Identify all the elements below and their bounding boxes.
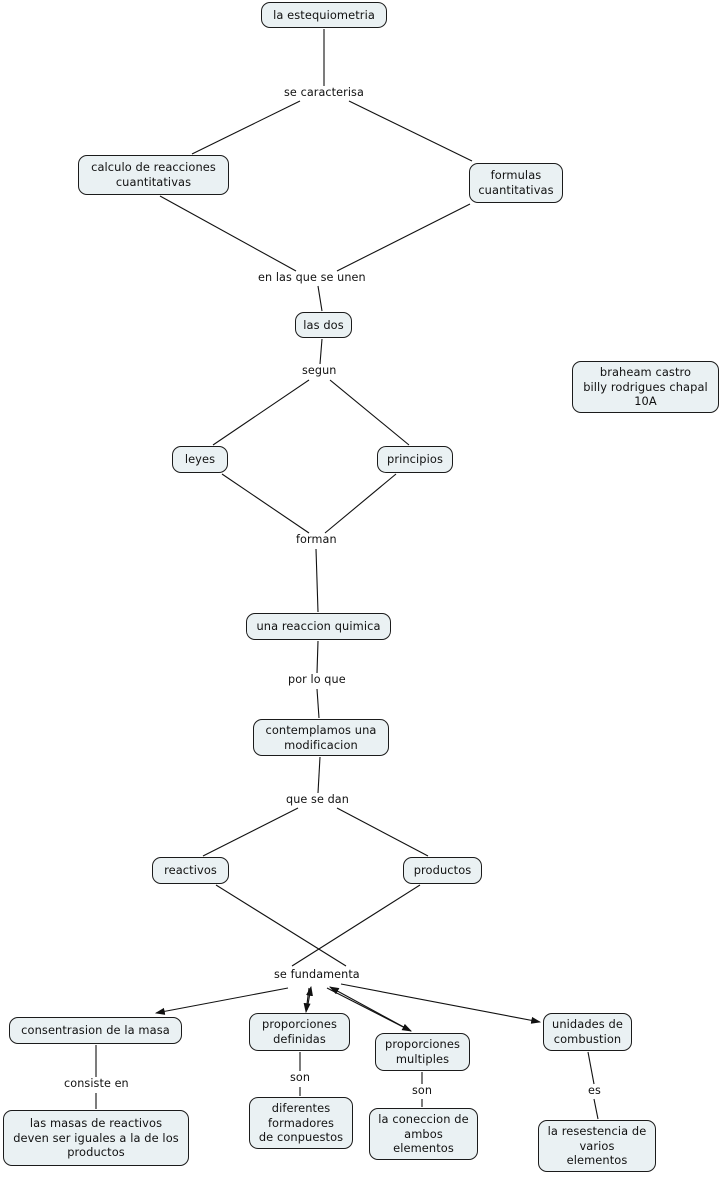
edge-lasdos-to-lbl_segun xyxy=(319,338,323,365)
edge-lbl_caracterisa-to-formulas xyxy=(348,100,473,162)
node-autores[interactable]: braheam castro billy rodrigues chapal 10… xyxy=(572,361,719,413)
node-prop_mult[interactable]: proporciones multiples xyxy=(375,1033,470,1071)
edge-modificacion-to-lbl_quesedan xyxy=(317,756,321,794)
node-leyes[interactable]: leyes xyxy=(172,446,228,473)
node-prop_def[interactable]: proporciones definidas xyxy=(249,1013,350,1051)
edge-lbl_quesedan-to-reactivos xyxy=(202,807,299,857)
node-reactivos[interactable]: reactivos xyxy=(152,857,229,884)
edge-formulas-to-lbl_unen xyxy=(336,203,471,272)
edge-lbl_porloque-to-modificacion xyxy=(316,688,320,719)
node-formulas[interactable]: formulas cuantitativas xyxy=(469,163,563,203)
link-label-lbl_fundamenta[interactable]: se fundamenta xyxy=(274,968,360,981)
link-label-lbl_son1[interactable]: son xyxy=(290,1071,311,1084)
edge-lbl_fundamenta-to-consentrasion xyxy=(154,987,289,1015)
node-calculo[interactable]: calculo de reacciones cuantitativas xyxy=(78,155,229,195)
edge-reaccion-to-lbl_porloque xyxy=(316,640,319,674)
node-diferentes[interactable]: diferentes formadores de conpuestos xyxy=(249,1097,353,1149)
node-consentrasion[interactable]: consentrasion de la masa xyxy=(9,1017,182,1044)
edge-unidades-to-lbl_es xyxy=(587,1051,595,1085)
link-label-lbl_es[interactable]: es xyxy=(588,1084,601,1097)
link-label-lbl_porloque[interactable]: por lo que xyxy=(288,673,346,686)
link-label-lbl_caracterisa[interactable]: se caracterisa xyxy=(284,86,364,99)
node-modificacion[interactable]: contemplamos una modificacion xyxy=(253,719,389,756)
node-reaccion[interactable]: una reaccion quimica xyxy=(246,613,391,640)
edge-calculo-to-lbl_unen xyxy=(159,195,297,272)
edge-lbl_forman-to-reaccion xyxy=(315,548,319,613)
edge-lbl_unen-to-lasdos xyxy=(317,285,323,312)
edge-lbl_es-to-resestencia xyxy=(593,1098,599,1120)
node-masas[interactable]: las masas de reactivos deven ser iguales… xyxy=(3,1110,189,1166)
edge-lbl_caracterisa-to-calculo xyxy=(191,100,301,155)
link-label-lbl_forman[interactable]: forman xyxy=(296,533,337,546)
node-productos[interactable]: productos xyxy=(403,857,482,884)
node-resestencia[interactable]: la resestencia de varios elementos xyxy=(538,1120,656,1172)
node-estequiometria[interactable]: la estequiometria xyxy=(261,2,387,28)
edge-principios-to-lbl_forman xyxy=(324,473,397,534)
edge-lbl_segun-to-leyes xyxy=(212,379,310,446)
link-label-lbl_son2[interactable]: son xyxy=(412,1084,433,1097)
edge-productos-to-lbl_fundamenta xyxy=(291,884,421,967)
node-lasdos[interactable]: las dos xyxy=(295,312,352,338)
edge-lbl_segun-to-principios xyxy=(329,379,410,446)
edge-reactivos-to-lbl_fundamenta xyxy=(215,884,347,967)
node-principios[interactable]: principios xyxy=(377,446,453,473)
edge-lbl_fundamenta-to-unidades xyxy=(340,983,542,1024)
node-coneccion[interactable]: la coneccion de ambos elementos xyxy=(369,1108,478,1160)
link-label-lbl_unen[interactable]: en las que se unen xyxy=(258,271,366,284)
link-label-lbl_consiste[interactable]: consiste en xyxy=(64,1077,129,1090)
link-label-lbl_segun[interactable]: segun xyxy=(302,364,337,377)
node-unidades[interactable]: unidades de combustion xyxy=(543,1013,632,1051)
link-label-lbl_quesedan[interactable]: que se dan xyxy=(286,793,349,806)
edge-leyes-to-lbl_forman xyxy=(221,473,310,534)
edge-prop_def-to-lbl_fundamenta xyxy=(303,987,311,1014)
edge-lbl_fundamenta-to-prop_def xyxy=(306,985,313,1011)
edge-lbl_quesedan-to-productos xyxy=(336,807,429,857)
